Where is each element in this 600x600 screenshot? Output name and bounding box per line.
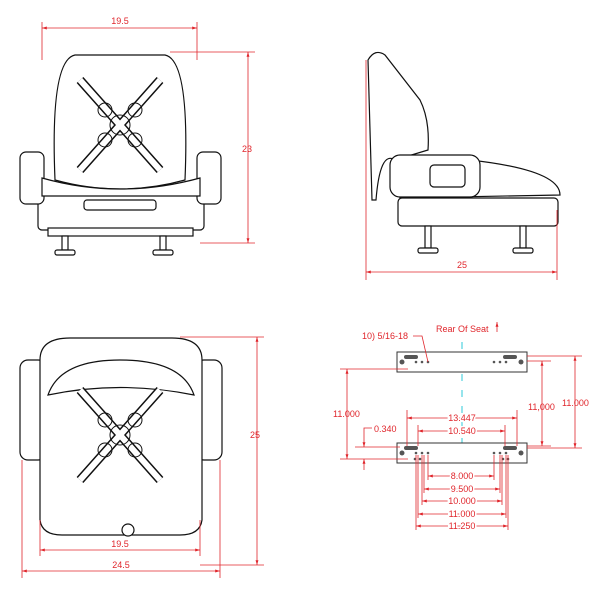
- width-11000: 11.000: [449, 509, 476, 519]
- top-view: 19.5 24.5 25: [19, 336, 264, 578]
- top-backrest: [47, 359, 195, 396]
- right-outer-spacing-label: 11.000: [562, 398, 589, 408]
- width-11250: 11.250: [449, 521, 476, 531]
- top-knob: [121, 523, 135, 537]
- side-feet: [417, 225, 534, 254]
- control-panel: [429, 164, 466, 188]
- adjust-handle: [83, 199, 157, 211]
- top-depth-label: 25: [250, 430, 260, 440]
- width-13447: 13.447: [448, 413, 476, 423]
- width-10000: 10.000: [448, 496, 476, 506]
- slide-rail: [47, 227, 194, 237]
- top-pattern: [76, 387, 164, 483]
- side-seat-back: [367, 51, 429, 201]
- offset-label: 0.340: [374, 424, 397, 434]
- front-mount-plate: [396, 442, 528, 464]
- top-seat-width-label: 19.5: [111, 539, 129, 549]
- mount-holes: [399, 355, 524, 461]
- back-pattern: [76, 77, 164, 173]
- width-9500: 9.500: [451, 484, 474, 494]
- top-overall-width-label: 24.5: [112, 560, 130, 570]
- left-spacing-label: 11.000: [333, 409, 360, 419]
- front-width-label: 19.5: [111, 16, 129, 26]
- right-armrest: [196, 151, 222, 205]
- left-armrest: [19, 151, 45, 205]
- front-view: 19.5 23: [19, 16, 255, 256]
- front-height-label: 23: [242, 144, 252, 154]
- rear-mount-plate: [396, 351, 528, 373]
- seat-cushion: [41, 177, 201, 197]
- feet: [54, 235, 174, 256]
- side-base: [397, 197, 559, 227]
- width-10540: 10.540: [448, 426, 476, 436]
- side-depth-label: 25: [457, 260, 467, 270]
- bolt-note: 10) 5/16-18: [362, 331, 408, 341]
- width-8000: 8.000: [451, 471, 474, 481]
- rear-of-seat-label: Rear Of Seat: [436, 324, 489, 334]
- side-view: 25: [365, 51, 561, 280]
- right-inner-spacing-label: 11,000: [528, 402, 555, 412]
- mounting-pattern: 10) 5/16-18 Rear Of Seat 11.000 0.340 11…: [333, 322, 589, 533]
- width-dimensions: 13.447 10.540 8.000 9.500 10.000 11.000 …: [406, 410, 518, 533]
